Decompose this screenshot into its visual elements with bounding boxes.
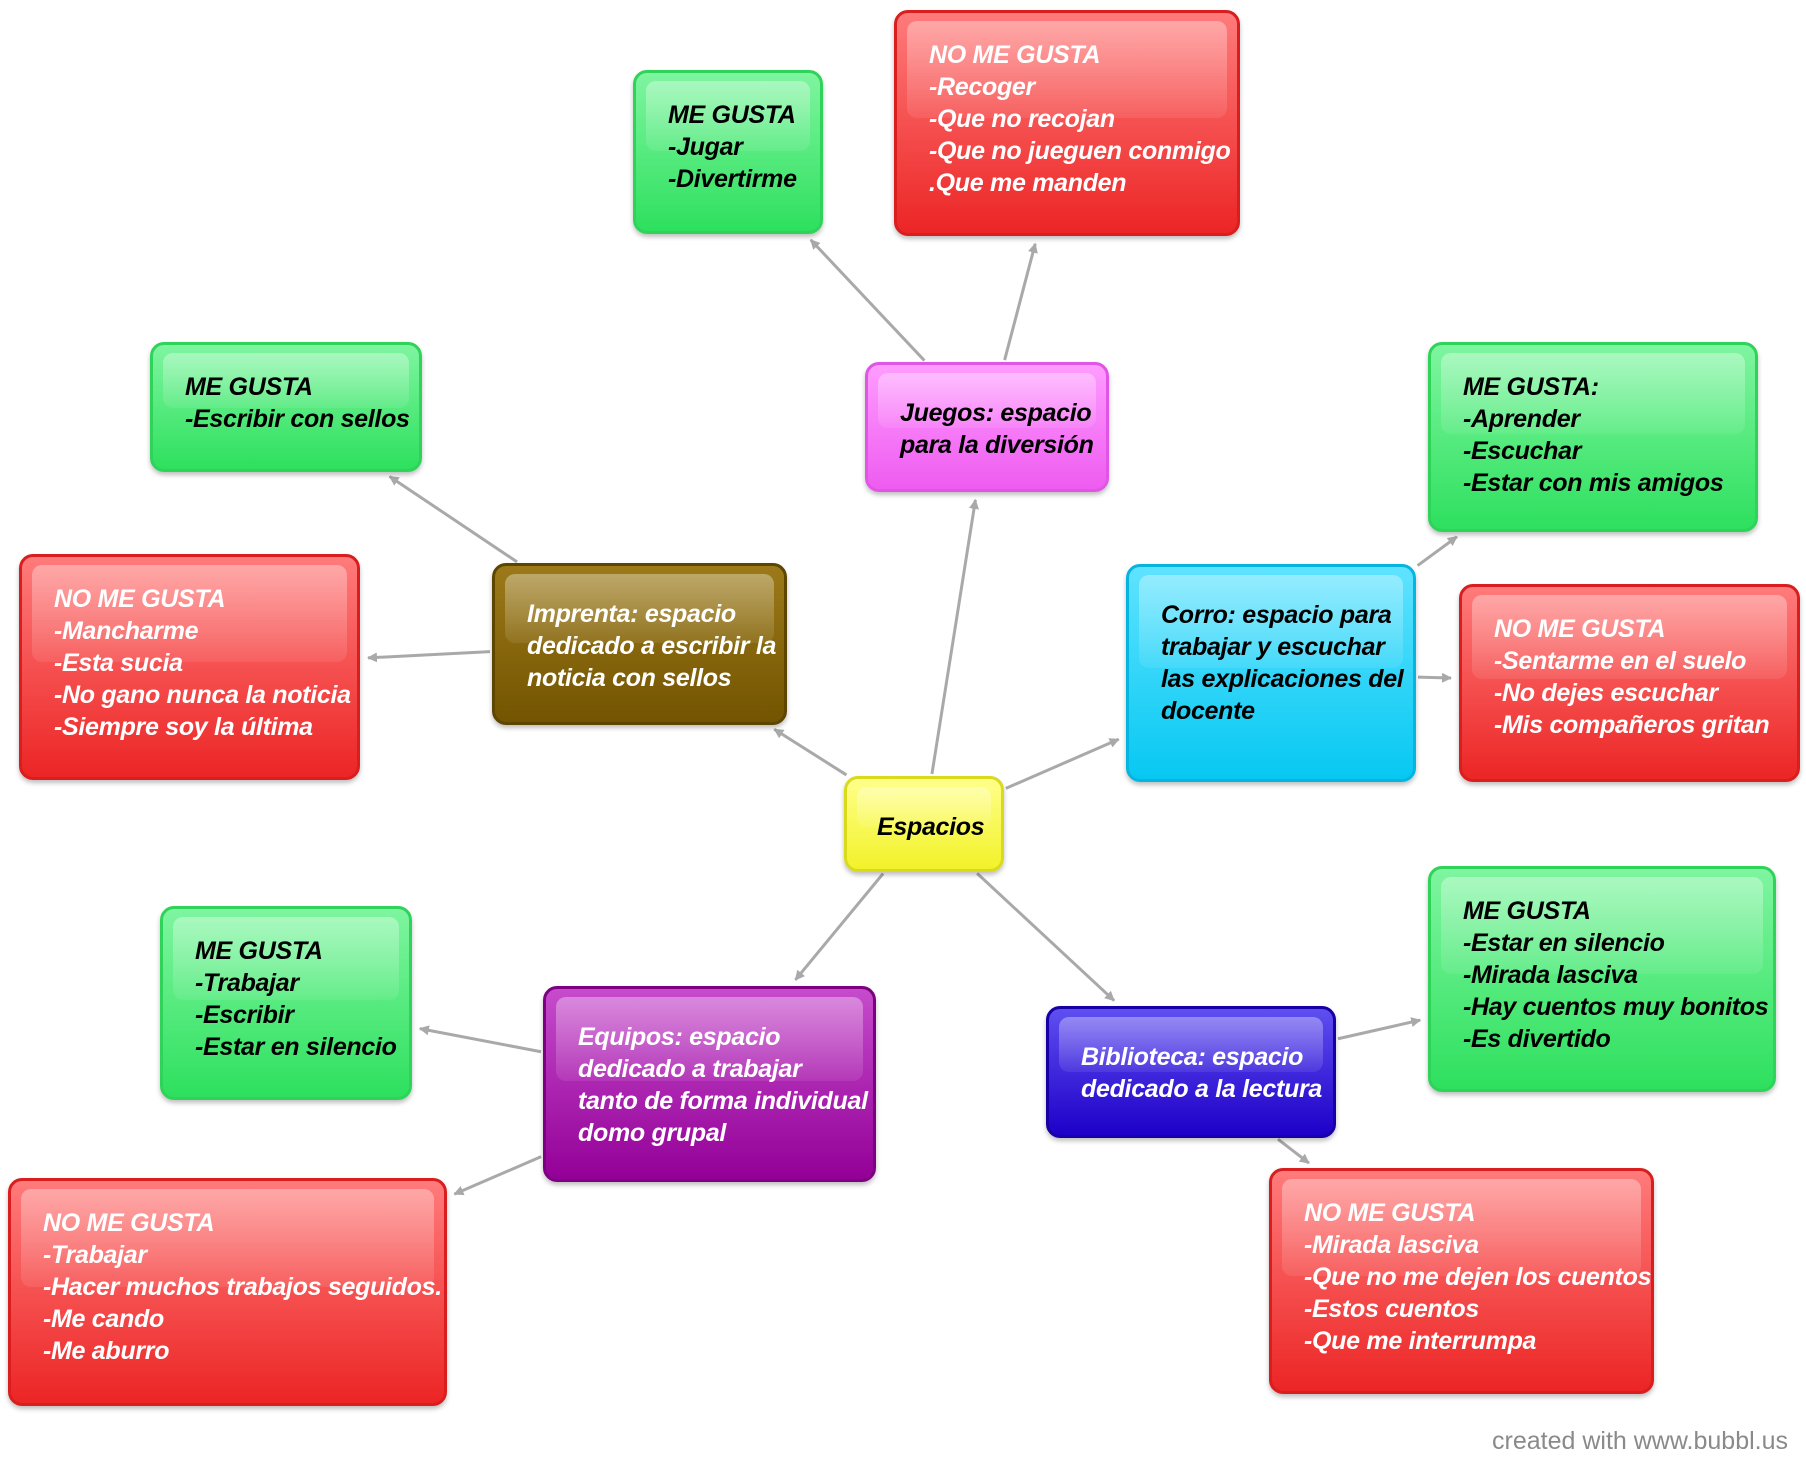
node-title: ME GUSTA <box>185 373 313 401</box>
node-line: -Mis compañeros gritan <box>1494 711 1770 739</box>
node-line: -Me aburro <box>43 1337 170 1365</box>
imprenta-likes-box[interactable]: ME GUSTA -Escribir con sellos <box>150 342 422 472</box>
imprenta-dislikes-box[interactable]: NO ME GUSTA -Mancharme -Esta sucia -No gano… <box>19 554 360 780</box>
equipos-likes-box[interactable]: ME GUSTA -Trabajar -Escribir -Estar en sile… <box>160 906 412 1100</box>
node-line: -Que no me dejen los cuentos <box>1304 1263 1652 1291</box>
node-line: -Mancharme <box>54 617 199 645</box>
node-line: dedicado a escribir la <box>527 632 777 660</box>
node-title: ME GUSTA <box>195 937 323 965</box>
node-line: -Escribir con sellos <box>185 405 410 433</box>
node-line: .Que me manden <box>929 169 1127 197</box>
connector-imprenta-to-imprenta_dislike <box>366 650 491 663</box>
node-line: -Que no recojan <box>929 105 1115 133</box>
node-title: NO ME GUSTA <box>1304 1199 1476 1227</box>
branch-node-juegos[interactable]: Juegos: espacio para la diversión <box>865 362 1109 492</box>
connector-equipos-to-equipos_dislike <box>453 1155 542 1196</box>
node-line: trabajar y escuchar <box>1161 633 1385 661</box>
corro-likes-box[interactable]: ME GUSTA: -Aprender -Escuchar -Estar con mi… <box>1428 342 1758 532</box>
biblioteca-dislikes-box[interactable]: NO ME GUSTA -Mirada lasciva -Que no me dej… <box>1269 1168 1654 1394</box>
node-line: docente <box>1161 697 1255 725</box>
node-line: -Trabajar <box>195 969 299 997</box>
connector-juegos-to-juegos_dislike <box>1003 242 1038 361</box>
node-line: -Mirada lasciva <box>1304 1231 1479 1259</box>
juegos-likes-box[interactable]: ME GUSTA -Jugar -Divertirme <box>633 70 823 234</box>
juegos-dislikes-box[interactable]: NO ME GUSTA -Recoger -Que no recojan -Que n… <box>894 10 1240 236</box>
connector-juegos-to-juegos_like <box>809 238 926 362</box>
node-line: las explicaciones del <box>1161 665 1404 693</box>
node-line: tanto de forma individual <box>578 1087 868 1115</box>
connector-imprenta-to-imprenta_like <box>388 475 518 564</box>
biblioteca-likes-box[interactable]: ME GUSTA -Estar en silencio -Mirada lasciv… <box>1428 866 1776 1092</box>
node-title: Biblioteca: espacio <box>1081 1043 1304 1071</box>
node-line: -Hacer muchos trabajos seguidos. <box>43 1273 442 1301</box>
node-line: -Hay cuentos muy bonitos <box>1463 993 1769 1021</box>
central-node-espacios[interactable]: Espacios <box>844 776 1004 872</box>
node-title: Espacios <box>877 813 985 841</box>
branch-node-imprenta[interactable]: Imprenta: espacio dedicado a escribir la n… <box>492 563 787 725</box>
branch-node-biblioteca[interactable]: Biblioteca: espacio dedicado a la lectura <box>1046 1006 1336 1138</box>
node-line: domo grupal <box>578 1119 727 1147</box>
node-line: -Estos cuentos <box>1304 1295 1479 1323</box>
node-title: Equipos: espacio <box>578 1023 781 1051</box>
credit-footer[interactable]: created with www.bubbl.us <box>1492 1427 1788 1455</box>
node-line: -Aprender <box>1463 405 1580 433</box>
node-line: -Escuchar <box>1463 437 1582 465</box>
node-line: -No gano nunca la noticia <box>54 681 351 709</box>
node-line: dedicado a trabajar <box>578 1055 802 1083</box>
corro-dislikes-box[interactable]: NO ME GUSTA -Sentarme en el suelo -No deje… <box>1459 584 1800 782</box>
node-line: -Estar en silencio <box>195 1033 397 1061</box>
connector-corro-to-corro_like <box>1416 535 1458 567</box>
node-title: NO ME GUSTA <box>54 585 226 613</box>
node-line: -Recoger <box>929 73 1035 101</box>
node-line: dedicado a la lectura <box>1081 1075 1323 1103</box>
node-line: -Jugar <box>668 133 743 161</box>
node-title: ME GUSTA <box>668 101 796 129</box>
node-line: -Trabajar <box>43 1241 147 1269</box>
connector-center-to-equipos <box>794 872 885 981</box>
node-title: Juegos: espacio <box>900 399 1092 427</box>
node-title: Imprenta: espacio <box>527 600 736 628</box>
node-line: -Escribir <box>195 1001 294 1029</box>
node-line: -Esta sucia <box>54 649 183 677</box>
node-title: ME GUSTA <box>1463 897 1591 925</box>
connector-biblioteca-to-biblioteca_like <box>1337 1017 1422 1041</box>
connector-center-to-biblioteca <box>976 872 1116 1002</box>
node-line: -Que me interrumpa <box>1304 1327 1537 1355</box>
branch-node-corro[interactable]: Corro: espacio para trabajar y escuchar la… <box>1126 564 1416 782</box>
node-title: ME GUSTA: <box>1463 373 1599 401</box>
connector-center-to-imprenta <box>773 728 848 777</box>
node-line: noticia con sellos <box>527 664 732 692</box>
connector-corro-to-corro_dislike <box>1417 672 1453 683</box>
equipos-dislikes-box[interactable]: NO ME GUSTA -Trabajar -Hacer muchos trabaj… <box>8 1178 447 1406</box>
node-line: -Que no jueguen conmigo <box>929 137 1231 165</box>
node-line: -Mirada lasciva <box>1463 961 1638 989</box>
node-line: -Sentarme en el suelo <box>1494 647 1747 675</box>
node-title: Corro: espacio para <box>1161 601 1392 629</box>
node-line: -No dejes escuchar <box>1494 679 1718 707</box>
connector-center-to-corro <box>1005 737 1120 790</box>
node-line: -Estar en silencio <box>1463 929 1665 957</box>
node-title: NO ME GUSTA <box>1494 615 1666 643</box>
branch-node-equipos[interactable]: Equipos: espacio dedicado a trabajar tanto… <box>543 986 876 1182</box>
connector-center-to-juegos <box>930 498 979 775</box>
node-line: para la diversión <box>900 431 1094 459</box>
node-line: -Estar con mis amigos <box>1463 469 1724 497</box>
node-title: NO ME GUSTA <box>43 1209 215 1237</box>
node-title: NO ME GUSTA <box>929 41 1101 69</box>
node-line: -Me cando <box>43 1305 164 1333</box>
node-line: -Es divertido <box>1463 1025 1611 1053</box>
node-line: -Siempre soy la última <box>54 713 313 741</box>
node-line: -Divertirme <box>668 165 797 193</box>
connector-biblioteca-to-biblioteca_dislike <box>1277 1138 1310 1165</box>
connector-equipos-to-equipos_like <box>418 1025 542 1054</box>
